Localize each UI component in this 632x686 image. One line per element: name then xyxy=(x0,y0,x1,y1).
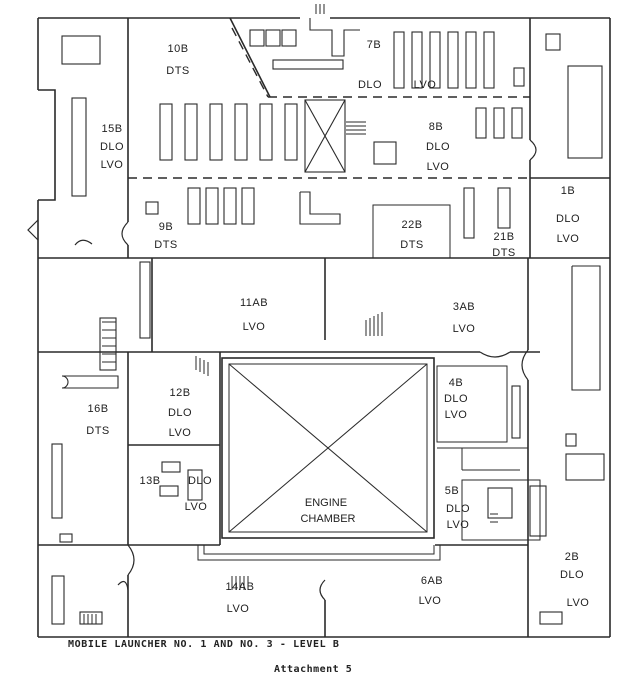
room-1B: 1B DLO LVO xyxy=(556,185,580,245)
room-11AB-name: 11AB xyxy=(240,297,268,309)
room-13B-type2: LVO xyxy=(185,501,208,513)
room-14AB: 14AB LVO xyxy=(226,581,255,615)
room-8B-name: 8B xyxy=(429,121,443,133)
room-13B-type1: DLO xyxy=(188,475,212,487)
engine-chamber-label: ENGINE CHAMBER xyxy=(300,497,355,525)
room-2B-type2: LVO xyxy=(567,597,590,609)
room-13B: 13B DLO LVO xyxy=(139,475,212,513)
room-8B: 8B DLO LVO xyxy=(426,121,450,173)
room-9B-name: 9B xyxy=(159,221,173,233)
room-14AB-type: LVO xyxy=(227,603,250,615)
room-4B-type2: LVO xyxy=(445,409,468,421)
room-5B-name: 5B xyxy=(445,485,459,497)
room-10B-type: DTS xyxy=(166,65,190,77)
room-7B-name: 7B xyxy=(367,39,381,51)
room-15B-type1: DLO xyxy=(100,141,124,153)
room-22B-type: DTS xyxy=(400,239,424,251)
room-22B: 22B DTS xyxy=(400,219,424,251)
room-11AB-type: LVO xyxy=(243,321,266,333)
room-8B-type1: DLO xyxy=(426,141,450,153)
attachment-label: Attachment 5 xyxy=(274,664,353,675)
room-12B: 12B DLO LVO xyxy=(168,387,192,439)
interior-walls xyxy=(38,17,610,637)
outer-walls xyxy=(37,17,611,638)
room-1B-type1: DLO xyxy=(556,213,580,225)
room-16B: 16B DTS xyxy=(86,403,110,437)
room-12B-name: 12B xyxy=(169,387,190,399)
room-7B-type2: LVO xyxy=(414,79,437,91)
room-8B-type2: LVO xyxy=(427,161,450,173)
room-15B-name: 15B xyxy=(101,123,122,135)
room-10B: 10B DTS xyxy=(166,43,190,77)
room-21B-name: 21B xyxy=(493,231,514,243)
room-7B-type1: DLO xyxy=(358,79,382,91)
room-6AB: 6AB LVO xyxy=(419,575,443,607)
room-12B-type2: LVO xyxy=(169,427,192,439)
room-16B-type: DTS xyxy=(86,425,110,437)
engine-chamber xyxy=(197,357,441,561)
engine-chamber-line1: ENGINE xyxy=(305,497,347,509)
room-2B-type1: DLO xyxy=(560,569,584,581)
room-4B: 4B DLO LVO xyxy=(444,377,468,421)
room-3AB: 3AB LVO xyxy=(453,301,476,335)
room-6AB-name: 6AB xyxy=(421,575,443,587)
room-16B-name: 16B xyxy=(87,403,108,415)
room-1B-type2: LVO xyxy=(557,233,580,245)
room-12B-type1: DLO xyxy=(168,407,192,419)
room-9B-type: DTS xyxy=(154,239,178,251)
room-15B-type2: LVO xyxy=(101,159,124,171)
room-14AB-name: 14AB xyxy=(226,581,255,593)
room-21B-type: DTS xyxy=(492,247,516,259)
room-2B-name: 2B xyxy=(565,551,579,563)
door-swings xyxy=(27,139,537,601)
room-9B: 9B DTS xyxy=(154,221,178,251)
room-1B-name: 1B xyxy=(561,185,575,197)
room-15B: 15B DLO LVO xyxy=(100,123,124,171)
room-10B-name: 10B xyxy=(167,43,188,55)
room-3AB-type: LVO xyxy=(453,323,476,335)
room-6AB-type: LVO xyxy=(419,595,442,607)
room-21B: 21B DTS xyxy=(492,231,516,259)
equipment-cabinets xyxy=(51,4,605,625)
room-22B-name: 22B xyxy=(401,219,422,231)
room-5B-type1: DLO xyxy=(446,503,470,515)
room-5B-type2: LVO xyxy=(447,519,470,531)
diagram-title: MOBILE LAUNCHER NO. 1 AND NO. 3 - LEVEL … xyxy=(68,639,340,650)
room-13B-name: 13B xyxy=(139,475,160,487)
room-3AB-name: 3AB xyxy=(453,301,475,313)
room-11AB: 11AB LVO xyxy=(240,297,268,333)
room-7B: 7B DLO LVO xyxy=(358,39,436,91)
engine-chamber-line2: CHAMBER xyxy=(300,513,355,525)
room-5B: 5B DLO LVO xyxy=(445,485,470,531)
room-2B: 2B DLO LVO xyxy=(560,551,589,609)
room-4B-name: 4B xyxy=(449,377,463,389)
room-4B-type1: DLO xyxy=(444,393,468,405)
